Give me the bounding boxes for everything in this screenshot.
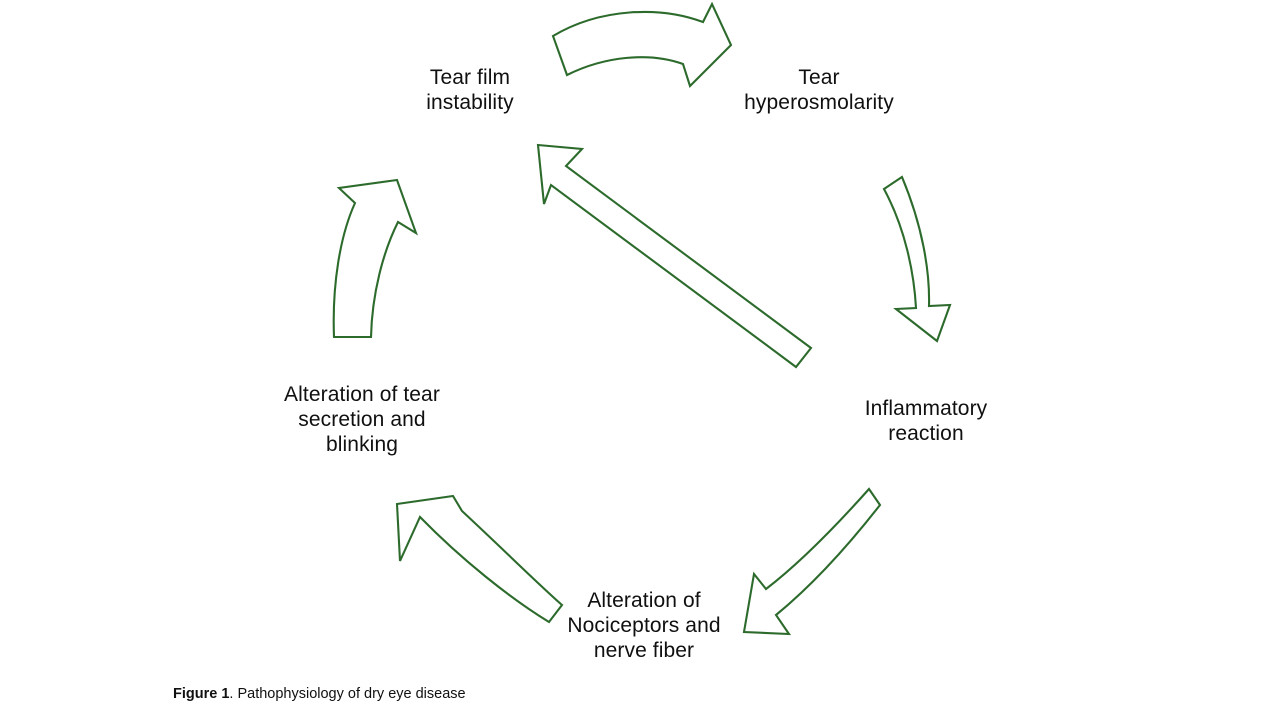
node-label-alteration-nociceptors: Alteration of Nociceptors and nerve fibe… bbox=[567, 589, 721, 662]
arrow-nociceptors-to-tear-secretion bbox=[395, 494, 564, 624]
figure-caption-separator: . bbox=[229, 686, 238, 702]
node-label-alteration-tear-secretion: Alteration of tear secretion and blinkin… bbox=[284, 383, 440, 456]
node-label-tear-film-instability: Tear film instability bbox=[426, 66, 514, 114]
figure-caption-prefix: Figure 1 bbox=[173, 686, 230, 702]
figure-caption: Figure 1. Pathophysiology of dry eye dis… bbox=[173, 686, 466, 702]
arrow-tear-secretion-to-instability bbox=[332, 178, 418, 339]
node-label-tear-hyperosmolarity: Tear hyperosmolarity bbox=[744, 66, 894, 114]
arrow-hyperosmolarity-to-inflammation bbox=[882, 175, 952, 343]
figure-caption-text: Pathophysiology of dry eye disease bbox=[237, 686, 466, 702]
node-label-inflammatory-reaction: Inflammatory reaction bbox=[864, 397, 988, 445]
arrow-inflammation-to-instability-diagonal bbox=[536, 143, 813, 369]
arrow-instability-to-hyperosmolarity bbox=[551, 1, 733, 88]
arrow-inflammation-to-nociceptors bbox=[742, 487, 882, 636]
